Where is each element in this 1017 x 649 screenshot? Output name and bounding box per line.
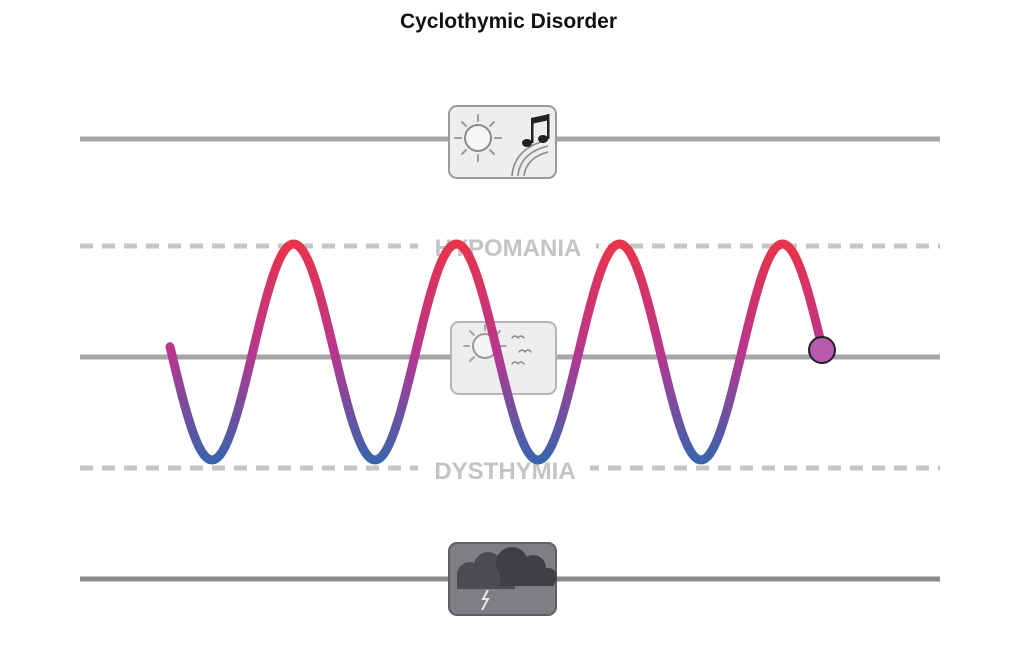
sun-music-icon: [448, 105, 557, 179]
dysthymia-label: DYSTHYMIA: [434, 458, 575, 485]
wave-end-marker: [808, 336, 836, 364]
page-title: Cyclothymic Disorder: [399, 10, 618, 33]
storm-cloud-icon: [448, 542, 557, 616]
mood-wave: [165, 239, 827, 465]
